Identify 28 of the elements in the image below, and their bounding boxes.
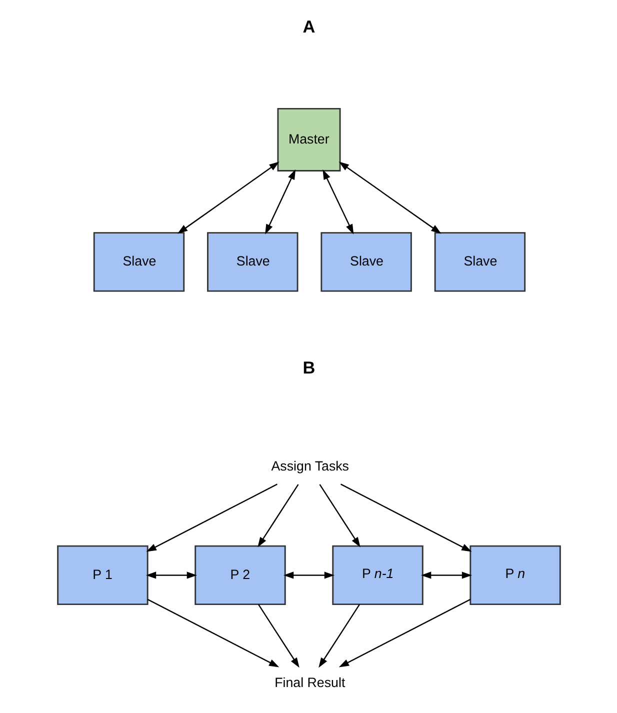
node-text: Final Result bbox=[274, 675, 345, 690]
node-box: Master bbox=[276, 108, 340, 172]
node-box: P n-1 bbox=[332, 545, 423, 606]
arrow bbox=[338, 598, 470, 668]
arrow bbox=[146, 598, 279, 668]
arrow bbox=[322, 169, 354, 234]
node-box: Slave bbox=[434, 232, 526, 292]
arrow bbox=[145, 572, 196, 579]
arrow bbox=[338, 162, 441, 234]
node-box: Slave bbox=[320, 232, 412, 292]
arrow bbox=[257, 484, 298, 548]
arrow bbox=[257, 604, 299, 668]
arrow bbox=[340, 484, 472, 552]
arrow bbox=[420, 572, 472, 579]
arrow bbox=[264, 169, 296, 234]
arrow bbox=[318, 604, 360, 668]
node-box: Slave bbox=[92, 232, 184, 292]
node-box: Slave bbox=[206, 232, 298, 292]
label: A bbox=[302, 16, 315, 37]
node-box: P 1 bbox=[56, 545, 148, 606]
arrow bbox=[146, 484, 277, 552]
node-text: Assign Tasks bbox=[270, 458, 348, 474]
label: B bbox=[302, 358, 315, 378]
arrow bbox=[318, 484, 360, 548]
node-box: P n bbox=[469, 545, 560, 606]
arrow bbox=[176, 162, 279, 234]
arrow bbox=[282, 572, 334, 579]
node-box: P 2 bbox=[194, 545, 286, 606]
